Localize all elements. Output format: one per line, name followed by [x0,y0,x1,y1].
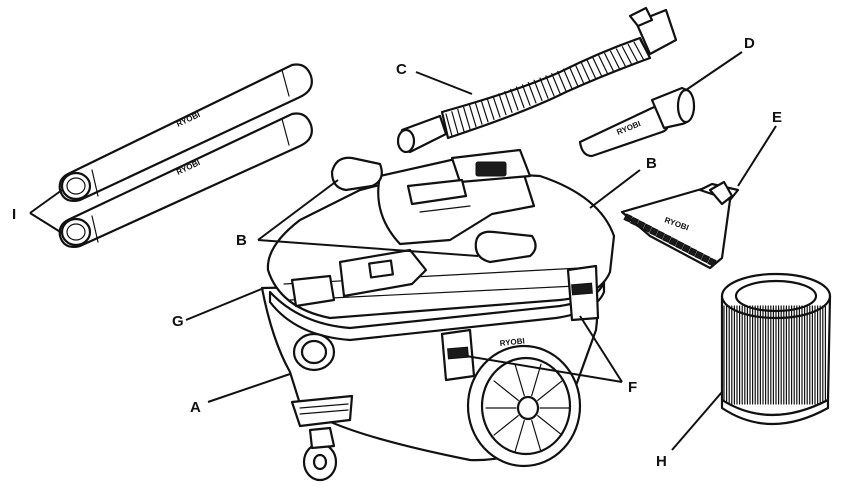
utility-nozzle: RYOBI [622,182,738,268]
cartridge-filter [722,274,830,424]
vacuum-body: RYOBI [262,150,614,480]
callout-e: E [772,109,782,126]
callout-i: I [12,206,16,223]
callout-g: G [172,313,184,330]
callout-d: D [744,35,755,52]
callout-h: H [656,453,667,470]
callout-a: A [190,399,201,416]
callout-b-left: B [236,232,247,249]
crevice-tool: RYOBI [580,88,694,156]
callout-b-right: B [646,155,657,172]
callout-c: C [396,61,407,78]
callout-f: F [628,379,637,396]
